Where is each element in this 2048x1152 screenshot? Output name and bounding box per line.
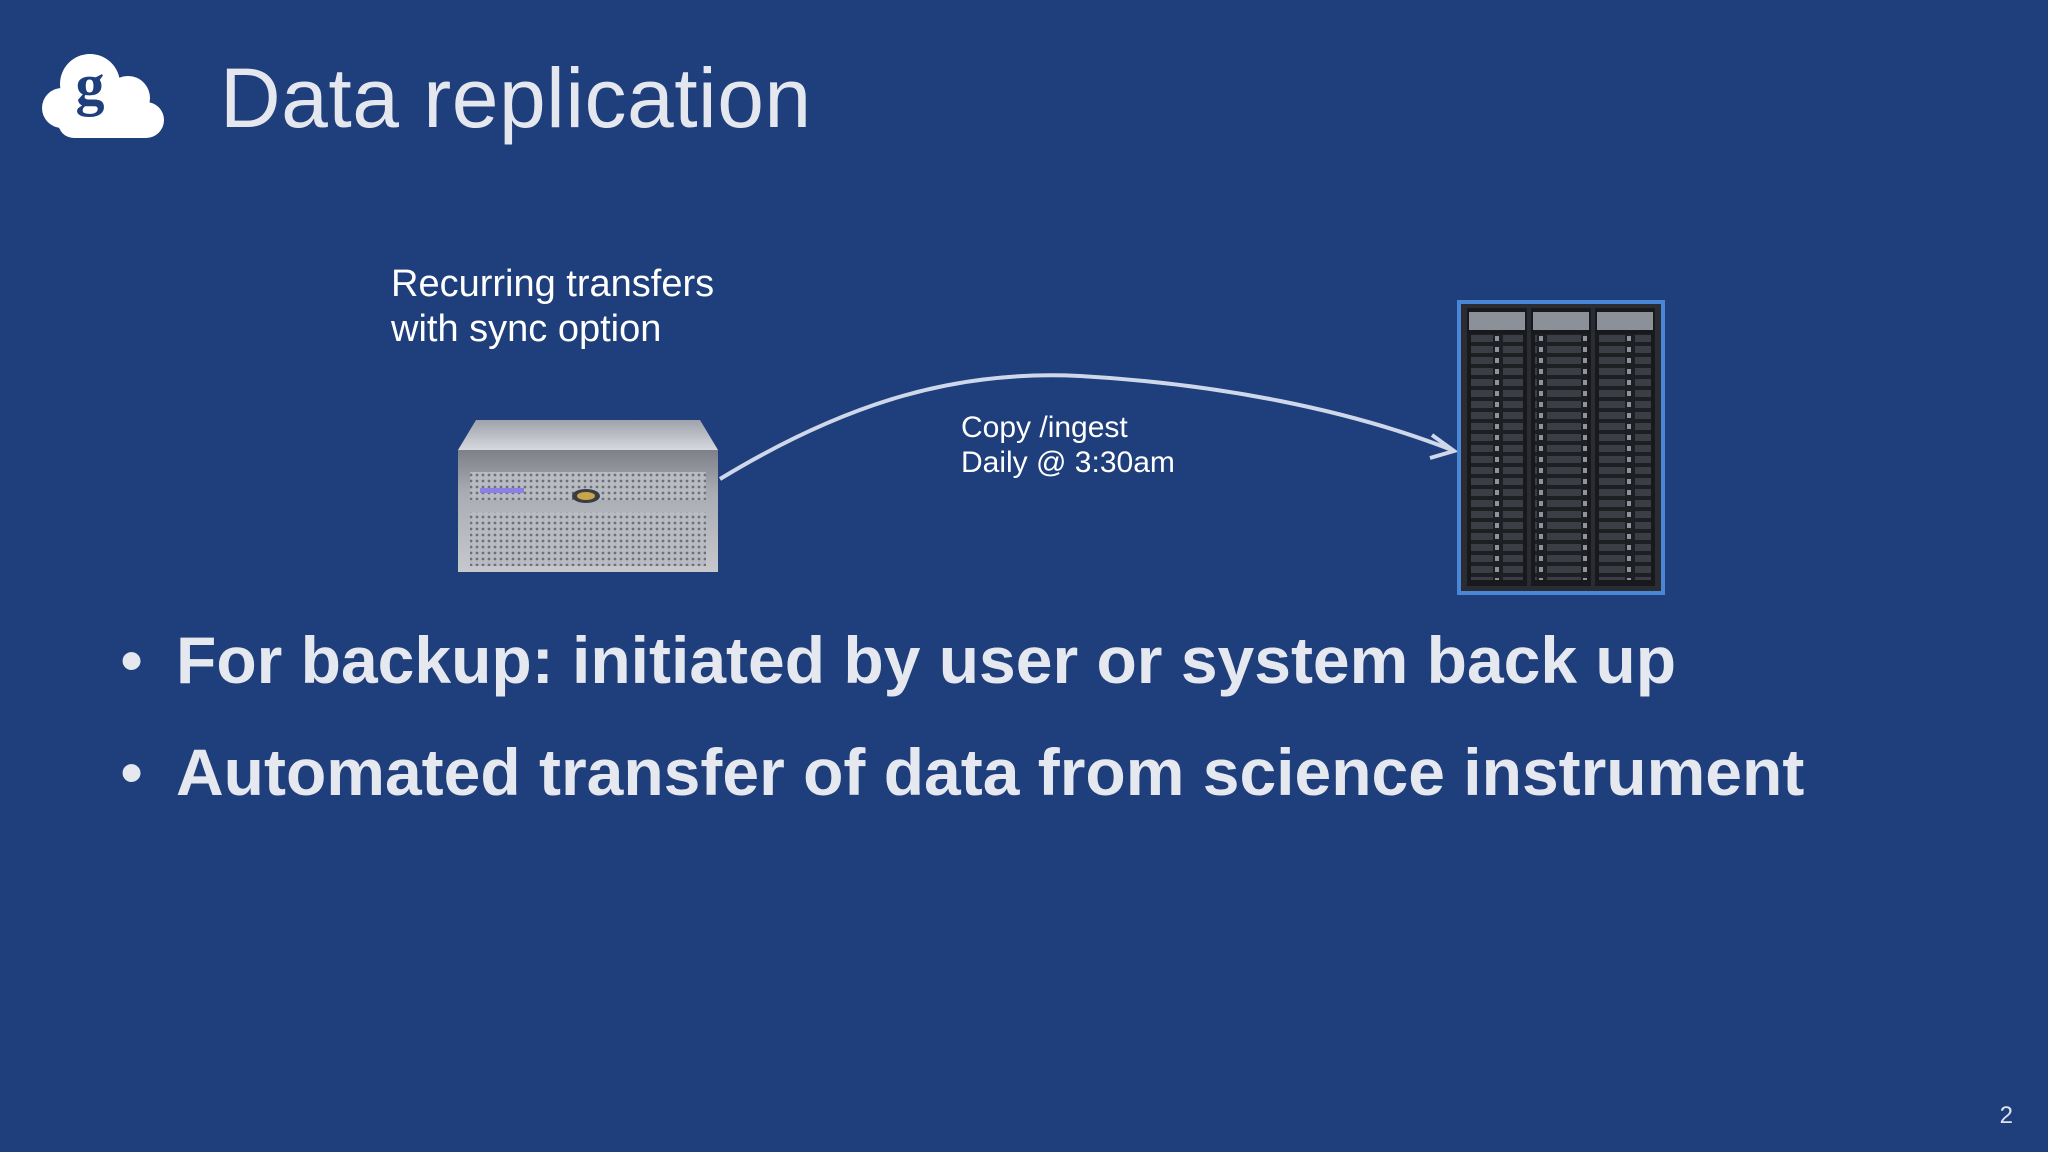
sync-label-line-2: with sync option xyxy=(391,308,662,350)
copy-label-line-2: Daily @ 3:30am xyxy=(961,446,1175,479)
server-chassis-icon xyxy=(458,420,718,572)
sync-label: Recurring transfers with sync option xyxy=(391,262,811,352)
storage-rack-icon xyxy=(1457,300,1665,595)
page-number: 2 xyxy=(1999,1102,2013,1129)
bullet-item: • Automated transfer of data from scienc… xyxy=(110,734,1804,810)
bullet-dot: • xyxy=(120,623,144,697)
slide-title: Data replication xyxy=(220,51,812,145)
svg-text:g: g xyxy=(76,52,105,117)
bullet-item: • For backup: initiated by user or syste… xyxy=(110,622,1804,698)
sync-label-line-1: Recurring transfers xyxy=(391,263,715,305)
bullet-text: For backup: initiated by user or system … xyxy=(176,623,1677,697)
globus-cloud-logo-icon: g xyxy=(42,52,164,138)
bullet-text: Automated transfer of data from science … xyxy=(176,735,1805,809)
copy-label-line-1: Copy /ingest xyxy=(961,411,1128,444)
bullet-list: • For backup: initiated by user or syste… xyxy=(110,622,1804,846)
bullet-dot: • xyxy=(120,735,144,809)
copy-label: Copy /ingest Daily @ 3:30am xyxy=(961,410,1261,480)
